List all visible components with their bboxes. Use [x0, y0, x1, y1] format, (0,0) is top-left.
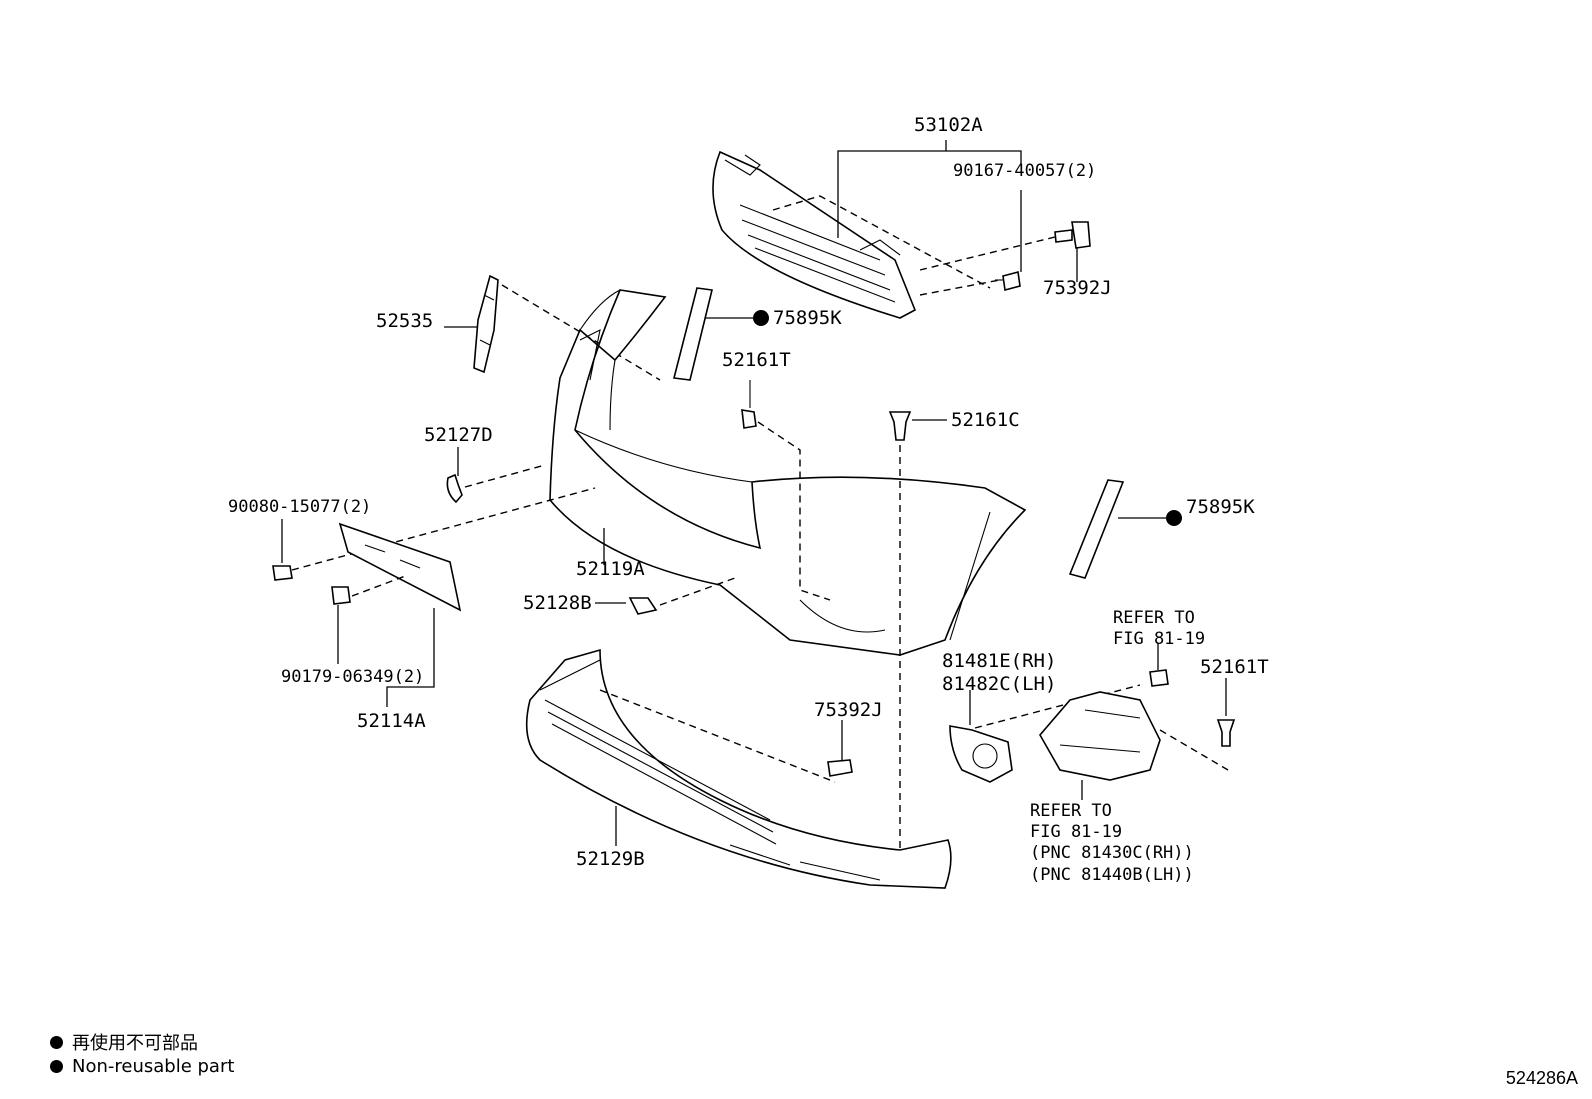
- legend-row-english: Non-reusable part: [50, 1056, 234, 1077]
- label-75392J-lower: 75392J: [814, 699, 883, 721]
- bracket-52535: [473, 274, 499, 374]
- clip-75392J-top: [1054, 221, 1091, 249]
- legend-row-japanese: 再使用不可部品: [50, 1029, 198, 1055]
- nut-90179: [331, 586, 351, 605]
- label-52161T-right: 52161T: [1200, 656, 1269, 678]
- label-refer-top-2: FIG 81-19: [1113, 629, 1205, 649]
- clip-52161T-right: [1216, 719, 1236, 747]
- upper-grille: [712, 150, 917, 319]
- cap-52128B: [628, 597, 658, 615]
- non-reusable-dot-icon: [753, 310, 769, 326]
- label-75895K-right: 75895K: [1186, 496, 1255, 518]
- bolt-90080: [272, 565, 293, 581]
- clip-75392J-lower: [827, 759, 853, 777]
- label-refer-bot-3: (PNC 81430C(RH)): [1030, 843, 1194, 863]
- legend-text-english: Non-reusable part: [72, 1056, 235, 1077]
- fog-lamp-bracket: [1039, 691, 1161, 781]
- label-52119A: 52119A: [576, 558, 645, 580]
- label-53102A: 53102A: [914, 114, 983, 136]
- screw-fog-bracket: [1149, 669, 1169, 687]
- label-52161T-top: 52161T: [722, 349, 791, 371]
- clip-52161T-top: [741, 380, 757, 429]
- clip-52161C: [888, 411, 912, 441]
- label-52127D: 52127D: [424, 424, 493, 446]
- label-90167-40057: 90167-40057(2): [953, 161, 1096, 181]
- label-refer-bot-4: (PNC 81440B(LH)): [1030, 865, 1194, 885]
- molding-75895K-right: [1068, 479, 1125, 579]
- label-75895K-top: 75895K: [773, 307, 842, 329]
- molding-75895K-top: [673, 287, 713, 381]
- non-reusable-dot-icon: [1166, 510, 1182, 526]
- fog-lamp-cover: [949, 725, 1013, 783]
- legend-text-japanese: 再使用不可部品: [72, 1033, 198, 1054]
- label-52161C: 52161C: [951, 409, 1020, 431]
- label-refer-top-1: REFER TO: [1113, 608, 1195, 628]
- figure-code: 524286A: [1505, 1068, 1578, 1088]
- label-90179-06349: 90179-06349(2): [281, 667, 424, 687]
- screw-90167-40057: [995, 270, 1021, 292]
- label-52114A: 52114A: [357, 710, 426, 732]
- cap-52127D: [446, 473, 463, 504]
- bumper-cover: [549, 289, 1027, 656]
- label-75392J-top: 75392J: [1043, 277, 1112, 299]
- label-90080-15077: 90080-15077(2): [228, 497, 371, 517]
- label-refer-bot-2: FIG 81-19: [1030, 822, 1122, 842]
- non-reusable-dot-icon: [50, 1060, 63, 1073]
- label-refer-bot-1: REFER TO: [1030, 801, 1112, 821]
- lower-bumper: [525, 648, 952, 889]
- label-52128B: 52128B: [523, 592, 592, 614]
- non-reusable-dot-icon: [50, 1035, 63, 1049]
- label-52535: 52535: [376, 310, 433, 332]
- label-81481E: 81481E(RH): [942, 650, 1056, 672]
- label-52129B: 52129B: [576, 848, 645, 870]
- license-plate-bracket: [338, 522, 462, 612]
- label-81482C: 81482C(LH): [942, 673, 1056, 695]
